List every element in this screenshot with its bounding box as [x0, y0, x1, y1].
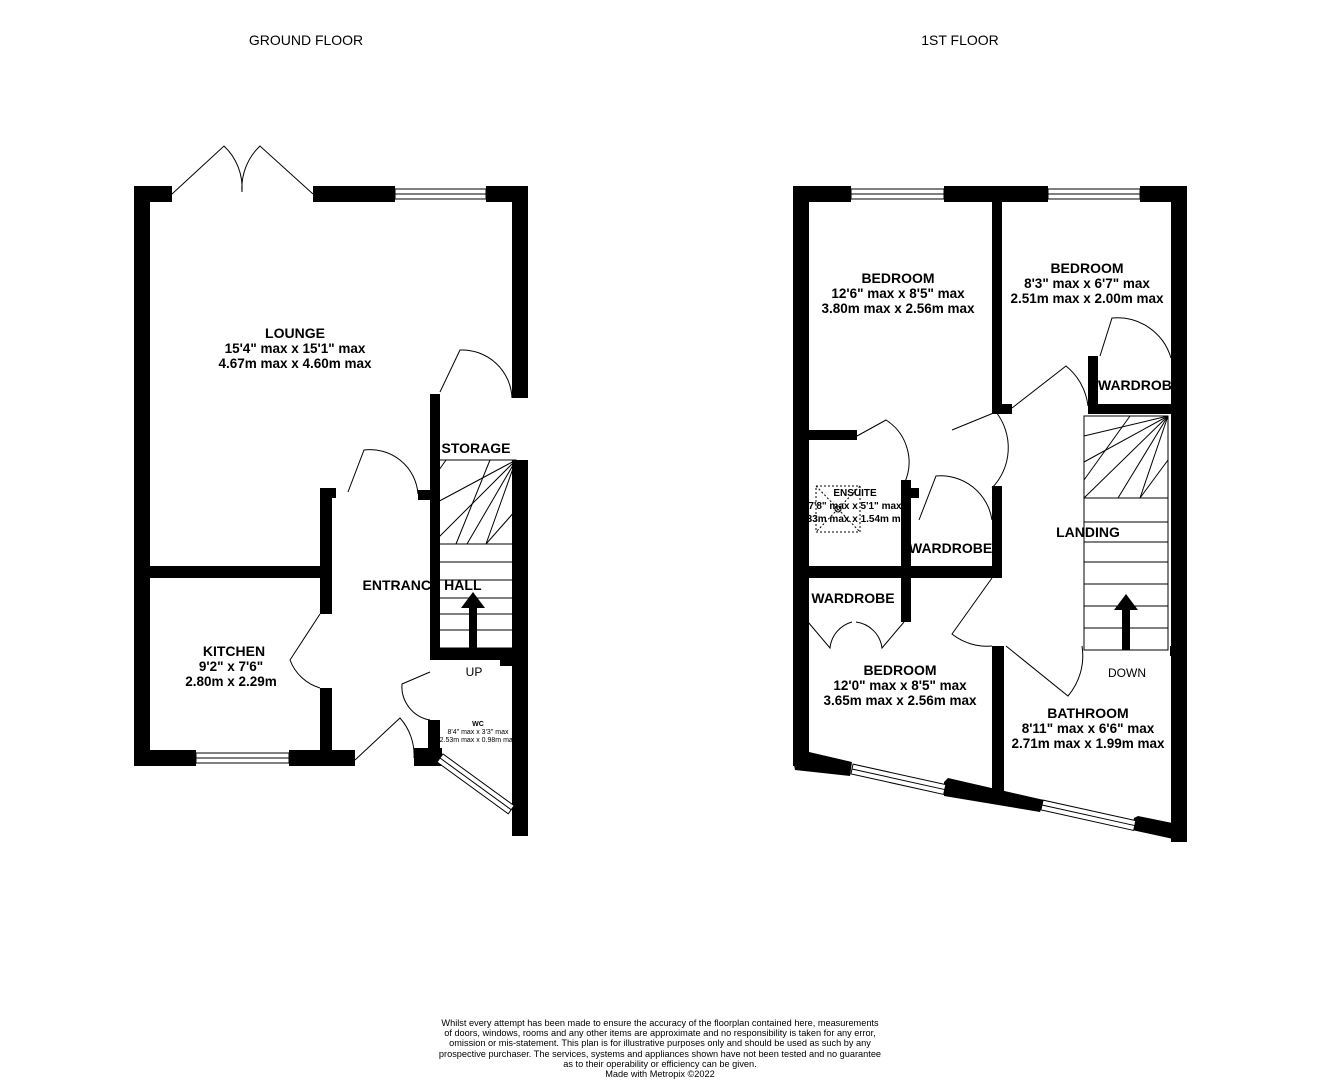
front-door — [354, 717, 415, 761]
bedroom2-door — [1011, 365, 1089, 409]
wc-dim-metric: 2.53m max x 0.98m max — [440, 737, 517, 744]
storage-door — [439, 349, 513, 399]
ensuite-shower — [815, 485, 861, 533]
ground-floor-title: GROUND FLOOR — [249, 32, 363, 48]
wardrobe-top-label: WARDROBE — [1098, 377, 1181, 393]
stairs-up-label: UP — [466, 665, 483, 679]
lounge-dim-imperial: 15'4" max x 15'1" max — [225, 341, 366, 356]
wall-bottom-left — [134, 750, 196, 766]
wall-ensuite-bottom — [809, 566, 1001, 578]
french-door-right — [241, 145, 314, 195]
first-floor-title: 1ST FLOOR — [921, 32, 999, 48]
wall-right-1f — [1171, 186, 1187, 842]
french-door-left — [171, 145, 243, 195]
disclaimer: Whilst every attempt has been made to en… — [400, 1018, 920, 1079]
ensuite-door — [856, 419, 910, 485]
kitchen-door — [289, 613, 321, 689]
bedroom1-door — [951, 411, 1009, 489]
disclaimer-line: Whilst every attempt has been made to en… — [441, 1018, 879, 1028]
lounge-label: LOUNGE — [265, 325, 325, 341]
wall-top-left — [134, 186, 172, 202]
kitchen-dim-metric: 2.80m x 2.29m — [185, 674, 277, 689]
first-stairs — [1083, 415, 1169, 651]
first-floor-plan: BEDROOM 12'6" max x 8'5" max 3.80m max x… — [793, 186, 1187, 842]
wc-door — [401, 671, 431, 721]
wall-stair-left — [430, 394, 440, 650]
bedroom1-dim-imperial: 12'6" max x 8'5" max — [831, 286, 965, 301]
wall-hall-left-upper — [320, 490, 332, 614]
bedroom3-dim-metric: 3.65m max x 2.56m max — [823, 693, 977, 708]
bedroom1-dim-metric: 3.80m max x 2.56m max — [821, 301, 975, 316]
disclaimer-credit: Made with Metropix ©2022 — [605, 1069, 715, 1080]
wardrobe-top-door — [1099, 317, 1172, 359]
wardrobe-mid-label: WARDROBE — [909, 540, 992, 556]
bedroom2-dim-imperial: 8'3" max x 6'7" max — [1024, 276, 1150, 291]
lounge-dim-metric: 4.67m max x 4.60m max — [218, 356, 372, 371]
disclaimer-line: omission or mis-statement. This plan is … — [449, 1038, 871, 1049]
ground-floor-plan: LOUNGE 15'4" max x 15'1" max 4.67m max x… — [134, 145, 528, 836]
bedroom1-label: BEDROOM — [861, 270, 934, 286]
wall-bed3-bathroom — [992, 646, 1004, 792]
wc-dim-imperial: 8'4" max x 3'3" max — [448, 729, 509, 736]
ensuite-dim-imperial: 7'8" max x 5'1" max — [808, 501, 902, 512]
landing-label: LANDING — [1056, 524, 1120, 540]
wall-hall-left-lower — [320, 688, 332, 750]
wall-left-1f — [793, 186, 809, 766]
lounge-door — [347, 449, 419, 495]
wall-right-upper — [512, 186, 528, 398]
stairs-down-label: DOWN — [1108, 666, 1146, 680]
bathroom-dim-metric: 2.71m max x 1.99m max — [1011, 736, 1165, 751]
disclaimer-line: of doors, windows, rooms and any other i… — [444, 1028, 876, 1039]
kitchen-dim-imperial: 9'2" x 7'6" — [199, 659, 263, 674]
bedroom3-dim-imperial: 12'0" max x 8'5" max — [833, 678, 967, 693]
ground-stairs — [431, 459, 517, 649]
bedroom2-label: BEDROOM — [1050, 260, 1123, 276]
bedroom3-window — [850, 763, 947, 796]
wall-left — [134, 186, 150, 766]
bathroom-dim-imperial: 8'11" max x 6'6" max — [1022, 721, 1155, 736]
wall-bottom-mid — [289, 750, 355, 766]
storage-label: STORAGE — [442, 440, 511, 456]
disclaimer-line: prospective purchaser. The services, sys… — [438, 1048, 882, 1059]
wall-wc-top — [430, 648, 528, 660]
bathroom-label: BATHROOM — [1047, 705, 1128, 721]
ensuite-label: ENSUITE — [833, 488, 877, 499]
ensuite-dim-metric: 2.33m max x 1.54m max — [798, 514, 912, 525]
wall-lounge-kitchen — [150, 566, 330, 578]
bedroom3-door — [951, 577, 993, 647]
disclaimer-line: as to their operability or efficiency ca… — [563, 1058, 757, 1069]
wardrobe-mid-door — [918, 475, 993, 521]
bathroom-window — [1040, 799, 1137, 832]
wall-bed1-bed2 — [992, 202, 1002, 412]
wc-label: WC — [472, 721, 484, 728]
wall-ensuite-right — [901, 480, 911, 622]
bedroom2-dim-metric: 2.51m max x 2.00m max — [1010, 291, 1164, 306]
wc-window — [436, 753, 515, 815]
wall-top-mid — [313, 186, 395, 202]
kitchen-label: KITCHEN — [203, 643, 265, 659]
bedroom3-label: BEDROOM — [863, 662, 936, 678]
wardrobe-left-door-a — [807, 621, 853, 650]
bathroom-door — [1005, 645, 1084, 697]
wall-wc-left — [428, 720, 440, 750]
wardrobe-left-door-b — [855, 621, 905, 650]
wardrobe-left-label: WARDROBE — [811, 590, 894, 606]
entrance-hall-label: ENTRANCE HALL — [363, 577, 482, 593]
